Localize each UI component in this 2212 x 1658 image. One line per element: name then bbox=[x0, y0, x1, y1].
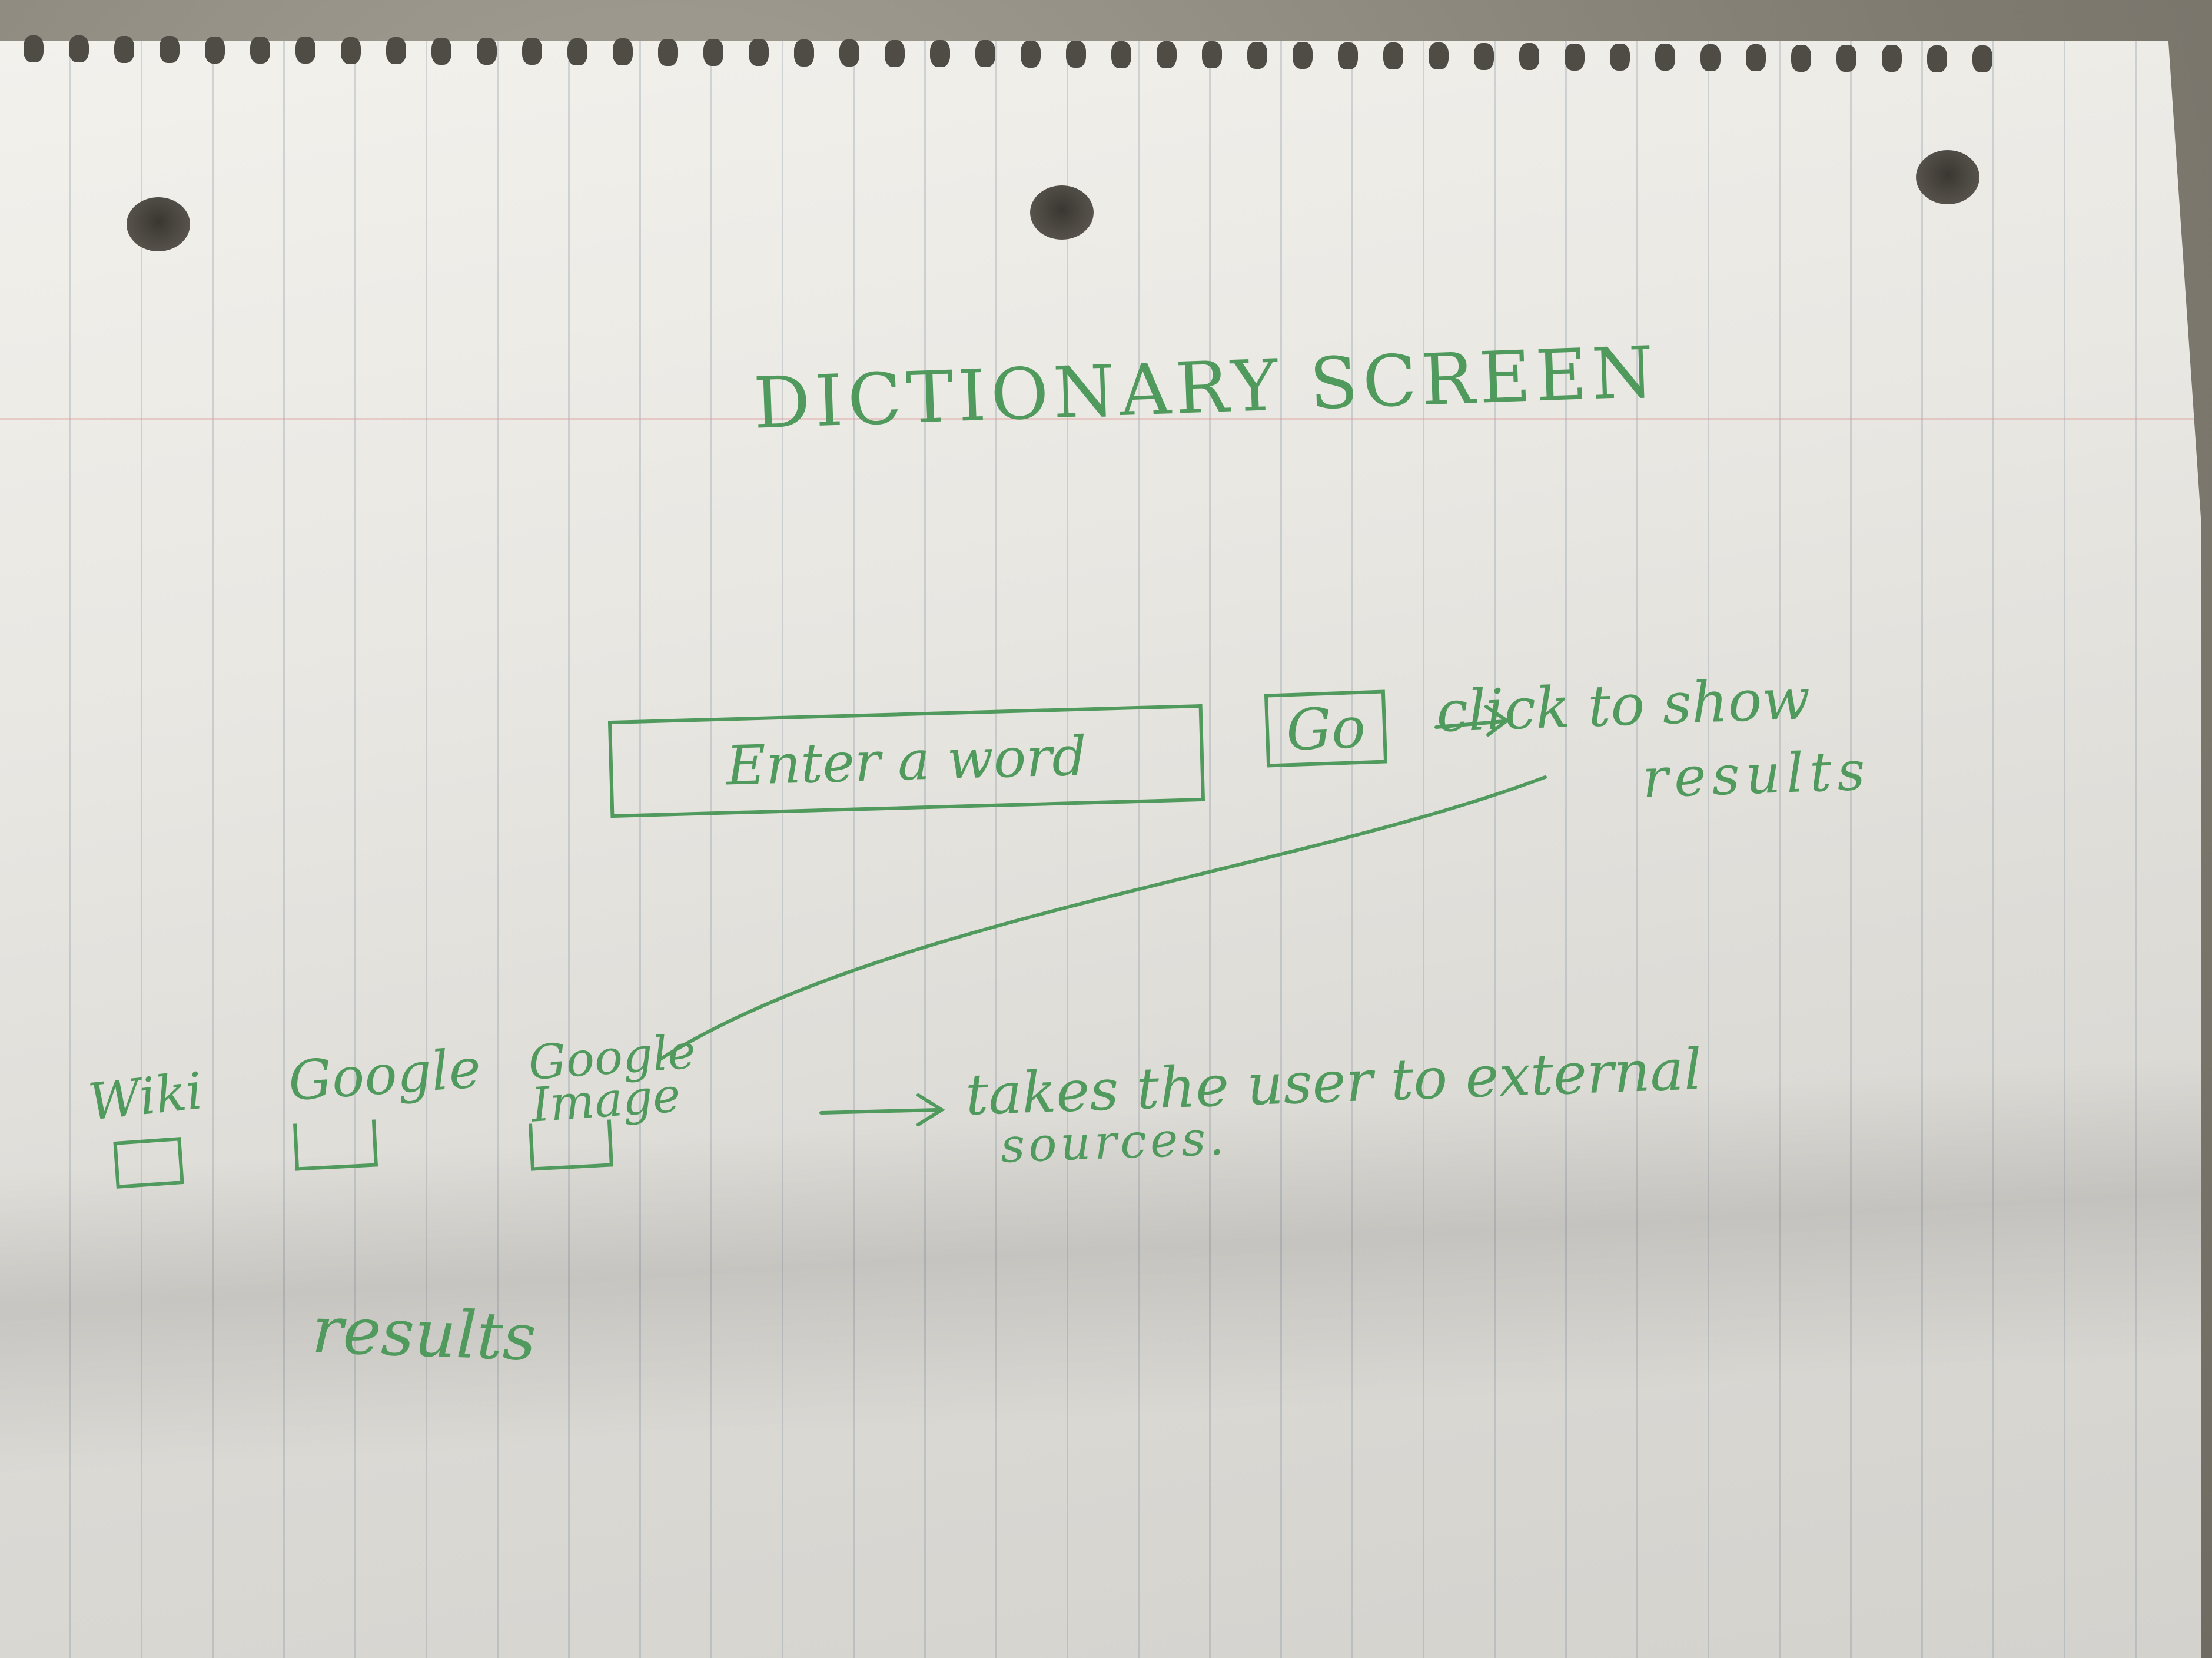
punch-hole-icon bbox=[127, 197, 190, 251]
perforation bbox=[703, 39, 723, 66]
perforation bbox=[1021, 40, 1041, 68]
perforation bbox=[431, 37, 451, 65]
perforation bbox=[1247, 41, 1267, 69]
perforation bbox=[1293, 42, 1313, 69]
go-button-label: Go bbox=[1285, 694, 1367, 763]
go-button[interactable]: Go bbox=[1264, 689, 1388, 768]
perforation bbox=[1565, 43, 1585, 71]
perforation bbox=[839, 39, 859, 67]
go-annotation: click to show bbox=[1435, 665, 1812, 745]
results-area-label: results bbox=[310, 1292, 537, 1375]
perforation bbox=[1202, 41, 1222, 69]
external-annotation-line2: sources. bbox=[999, 1110, 1229, 1173]
spiral-binding-icon bbox=[0, 35, 2201, 73]
punch-hole-icon bbox=[1030, 185, 1094, 240]
google-checkbox[interactable] bbox=[293, 1119, 378, 1171]
perforation bbox=[1882, 45, 1902, 72]
google-image-checkbox[interactable] bbox=[529, 1119, 613, 1171]
perforation bbox=[749, 39, 769, 67]
lined-paper-sheet bbox=[0, 41, 2201, 1658]
perforation bbox=[1157, 41, 1177, 68]
perforation bbox=[1927, 45, 1947, 72]
perforation bbox=[885, 39, 905, 67]
perforation bbox=[1791, 44, 1811, 72]
perforation bbox=[522, 38, 542, 65]
perforation bbox=[1700, 44, 1721, 71]
perforation bbox=[1519, 43, 1539, 71]
perforation bbox=[1655, 44, 1675, 71]
search-input-placeholder: Enter a word bbox=[725, 724, 1088, 798]
google-link-label: Google bbox=[286, 1036, 483, 1113]
perforation bbox=[250, 37, 270, 64]
perforation bbox=[1111, 41, 1131, 68]
perforation bbox=[658, 38, 678, 66]
perforation bbox=[341, 37, 361, 64]
perforation bbox=[1746, 44, 1766, 72]
wiki-checkbox[interactable] bbox=[113, 1137, 184, 1189]
perforation bbox=[930, 40, 950, 67]
perforation bbox=[613, 38, 633, 66]
perforation bbox=[1836, 45, 1856, 72]
perforation bbox=[1338, 42, 1358, 69]
perforation bbox=[160, 36, 180, 64]
perforation bbox=[567, 38, 587, 65]
punch-hole-icon bbox=[1916, 150, 1979, 204]
perforation bbox=[1429, 42, 1449, 70]
perforation bbox=[1066, 41, 1086, 68]
wiki-link-label: Wiki bbox=[85, 1062, 205, 1132]
margin-line bbox=[0, 418, 2201, 420]
perforation bbox=[69, 35, 89, 63]
google-image-link-label: Google Image bbox=[526, 1024, 698, 1133]
perforation bbox=[1610, 44, 1630, 71]
go-annotation-line2: results bbox=[1641, 739, 1872, 810]
perforation bbox=[1474, 42, 1494, 70]
perforation bbox=[24, 35, 44, 62]
search-input[interactable]: Enter a word bbox=[607, 704, 1205, 818]
perforation bbox=[114, 35, 134, 63]
perforation bbox=[477, 38, 497, 65]
perforation bbox=[1972, 45, 1992, 73]
perforation bbox=[794, 39, 814, 67]
perforation bbox=[1383, 42, 1403, 69]
perforation bbox=[205, 36, 225, 64]
perforation bbox=[295, 37, 315, 64]
perforation bbox=[975, 40, 995, 68]
perforation bbox=[386, 37, 406, 65]
